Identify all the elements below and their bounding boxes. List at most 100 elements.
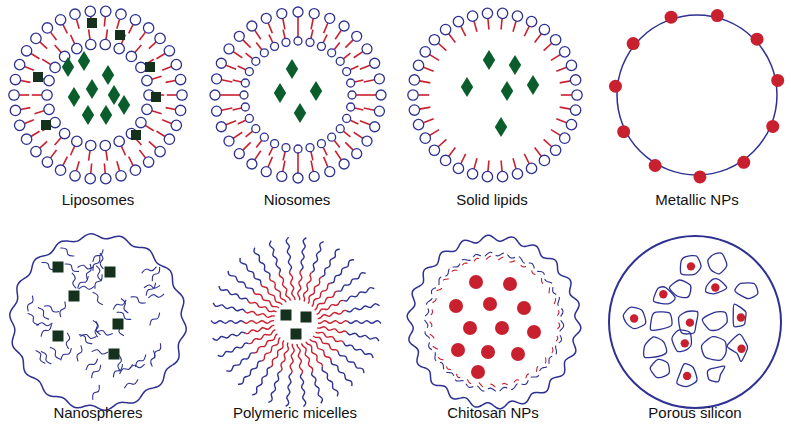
lipid-head	[420, 133, 430, 143]
lipid-tail	[524, 154, 529, 164]
hydrophobic-block	[310, 339, 331, 360]
lipid-tail	[474, 158, 477, 169]
drug-diamond	[461, 77, 473, 97]
lipid-tail	[152, 111, 162, 114]
lipid-tail	[220, 94, 231, 96]
lipid-tail	[40, 141, 47, 148]
pore	[701, 337, 726, 361]
lipid-head	[413, 60, 423, 70]
polymer-shell	[10, 234, 186, 410]
hydrophobic-block	[298, 270, 302, 300]
lipid-head	[116, 171, 126, 181]
lipid-head	[374, 74, 384, 84]
hydrophilic-block	[213, 303, 245, 312]
lipid-head	[164, 134, 174, 144]
drug-diamond	[86, 79, 98, 99]
lipid-tail	[70, 35, 74, 44]
hydrophilic-block	[213, 332, 246, 340]
particle-figure	[407, 235, 581, 409]
lipid-head	[155, 146, 165, 156]
lipid-tail	[461, 26, 466, 36]
lipid-head	[413, 119, 423, 129]
pore	[708, 253, 727, 274]
polymer-chain	[41, 352, 51, 364]
drug-diamond	[501, 81, 513, 101]
drug-dot	[517, 301, 531, 315]
lipid-tail	[152, 76, 162, 79]
polymer-chain	[124, 379, 138, 388]
hydrophobic-block	[317, 300, 344, 314]
lipid-head	[142, 75, 152, 85]
lipid-head	[271, 42, 279, 50]
drug-dot	[527, 325, 541, 339]
lipid-head	[55, 165, 65, 175]
lipid-head	[100, 39, 110, 49]
lipid-tail	[324, 23, 328, 33]
silicon-particle	[609, 236, 781, 408]
drug-diamond	[509, 55, 521, 75]
drug-dot	[681, 339, 689, 347]
drug-square	[113, 319, 124, 330]
lipid-head	[260, 133, 268, 141]
lipid-head	[114, 43, 124, 53]
pore	[702, 312, 727, 331]
lipid-head	[347, 103, 355, 111]
lipid-tail	[449, 34, 456, 43]
lipid-tail	[297, 17, 299, 28]
lipid-tail	[561, 94, 572, 96]
pore	[623, 307, 645, 328]
lipid-head	[136, 62, 146, 72]
lipid-tail	[221, 80, 232, 82]
lipid-tail	[354, 52, 363, 58]
lipid-tail	[256, 140, 262, 147]
pore	[727, 334, 747, 361]
lipid-tail	[311, 161, 313, 172]
drug-dot	[617, 125, 630, 138]
lipid-tail	[106, 29, 107, 39]
polymer-chain	[60, 302, 66, 318]
lipid-head	[212, 106, 222, 116]
lipid-head	[560, 47, 570, 57]
lipid-head	[14, 59, 24, 69]
lipid-head	[539, 155, 549, 165]
drug-dot	[481, 345, 495, 359]
polymer-chain	[150, 313, 160, 326]
polymer-chain	[50, 347, 61, 359]
lipid-tail	[70, 146, 74, 155]
polymer-chain	[65, 264, 79, 271]
lipid-tail	[149, 141, 156, 148]
drug-dot	[683, 372, 691, 380]
drug-dot	[659, 290, 667, 298]
drug-dot	[495, 321, 509, 335]
figure-caption: Liposomes	[62, 191, 135, 209]
lipid-tail	[501, 161, 502, 172]
lipid-head	[347, 79, 355, 87]
lipid-tail	[129, 157, 133, 166]
lipid-head	[328, 133, 336, 141]
lipid-head	[325, 167, 335, 177]
lipid-head	[362, 44, 372, 54]
lipid-head	[317, 42, 325, 50]
polymer-chain	[61, 348, 72, 360]
polymer-chain	[95, 274, 102, 289]
lipid-head	[42, 23, 52, 33]
lipid-head	[343, 68, 351, 76]
lipid-head	[143, 157, 153, 167]
hydrophobic-block	[297, 344, 302, 374]
drug-diamond	[286, 59, 298, 79]
lipid-head	[21, 46, 31, 56]
polymer-chain	[93, 249, 103, 262]
drug-square	[33, 72, 43, 82]
lipid-head	[70, 9, 80, 19]
lipid-tail	[355, 108, 364, 110]
lipid-tail	[360, 121, 370, 125]
lipid-tail	[42, 59, 50, 64]
lipid-head	[143, 23, 153, 33]
lipid-head	[343, 114, 351, 122]
lipid-head	[224, 44, 234, 54]
hydrophilic-block	[330, 260, 354, 283]
lipid-head	[376, 90, 386, 100]
drug-square	[87, 18, 97, 28]
